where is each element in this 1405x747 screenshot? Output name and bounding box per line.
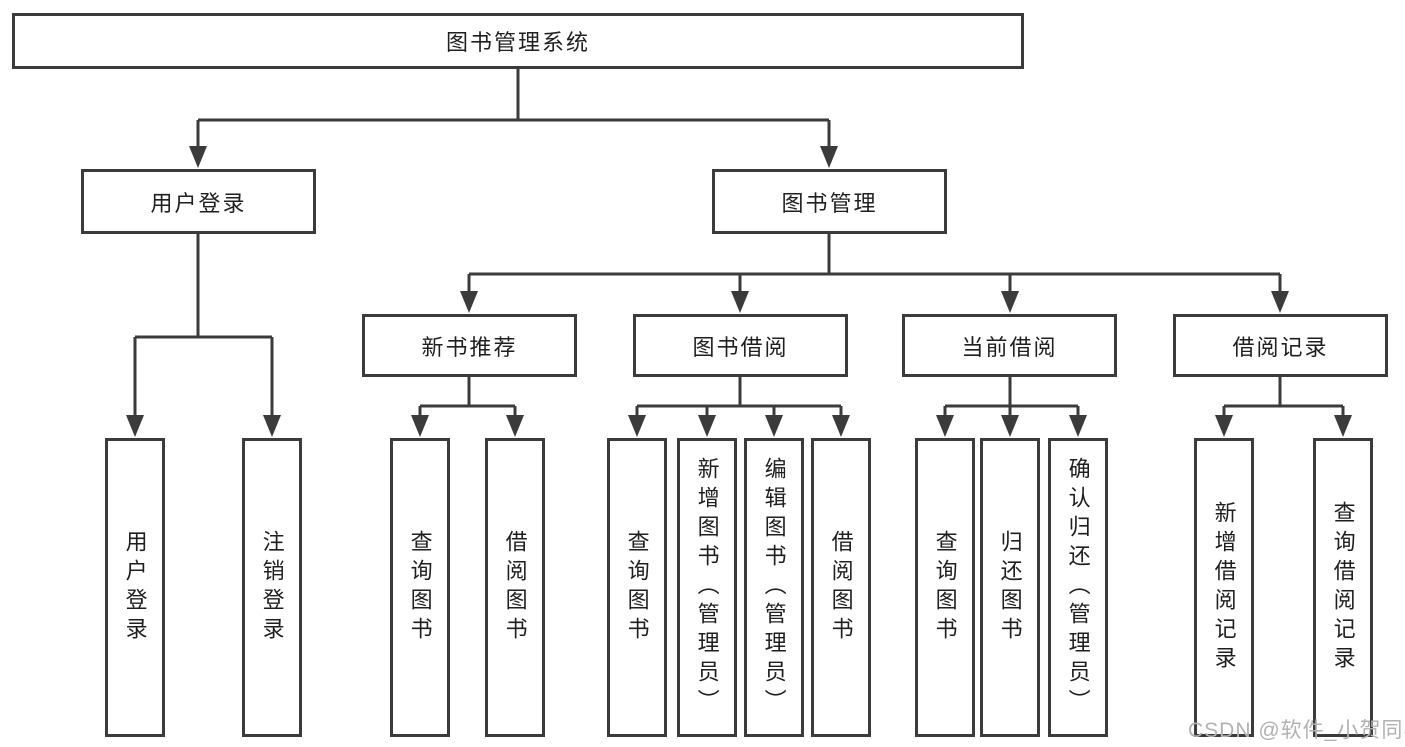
csdn-watermark: CSDN @软件_小贺同学 — [1188, 719, 1405, 742]
leaf-user-login-label: 用户登录 — [122, 529, 148, 646]
leaf-cb-confirm-return-admin: 确认归还（管理员） — [1048, 438, 1108, 737]
node-borrowing-records: 借阅记录 — [1173, 314, 1388, 377]
node-book-management: 图书管理 — [712, 169, 947, 234]
node-borrowing-records-label: 借阅记录 — [1232, 334, 1329, 360]
node-library-system-label: 图书管理系统 — [445, 30, 590, 55]
leaf-rec-query-books-label: 查询图书 — [407, 529, 433, 646]
leaf-cb-confirm-return-admin-label: 确认归还（管理员） — [1065, 457, 1091, 718]
leaf-cb-return-books-label: 归还图书 — [997, 529, 1023, 646]
leaf-br-add-record-label: 新增借阅记录 — [1211, 500, 1237, 675]
leaf-bb-add-books-admin: 新增图书（管理员） — [677, 438, 737, 737]
leaf-br-query-record: 查询借阅记录 — [1313, 438, 1373, 737]
leaf-bb-query-books: 查询图书 — [607, 438, 667, 737]
leaf-bb-borrow-books: 借阅图书 — [811, 438, 871, 737]
node-book-borrowing: 图书借阅 — [633, 314, 848, 377]
leaf-br-add-record: 新增借阅记录 — [1194, 438, 1254, 737]
node-book-management-label: 图书管理 — [781, 190, 878, 216]
node-user-login-label: 用户登录 — [150, 190, 247, 216]
leaf-logout: 注销登录 — [242, 438, 302, 737]
leaf-rec-query-books: 查询图书 — [390, 438, 450, 737]
leaf-cb-query-books: 查询图书 — [915, 438, 975, 737]
node-new-book-recommend: 新书推荐 — [362, 314, 577, 377]
leaf-bb-query-books-label: 查询图书 — [624, 529, 650, 646]
arrowheads — [126, 146, 1352, 437]
leaf-bb-borrow-books-label: 借阅图书 — [828, 529, 854, 646]
leaf-bb-edit-books-admin-label: 编辑图书（管理员） — [761, 457, 787, 718]
node-book-borrowing-label: 图书借阅 — [692, 334, 789, 360]
leaf-bb-add-books-admin-label: 新增图书（管理员） — [694, 457, 720, 718]
leaf-user-login: 用户登录 — [105, 438, 165, 737]
node-user-login: 用户登录 — [81, 169, 316, 234]
leaf-rec-borrow-books: 借阅图书 — [485, 438, 545, 737]
leaf-cb-return-books: 归还图书 — [980, 438, 1040, 737]
node-current-borrowing: 当前借阅 — [902, 314, 1117, 377]
node-library-system: 图书管理系统 — [12, 13, 1024, 69]
node-current-borrowing-label: 当前借阅 — [961, 334, 1058, 360]
leaf-bb-edit-books-admin: 编辑图书（管理员） — [744, 438, 804, 737]
leaf-cb-query-books-label: 查询图书 — [932, 529, 958, 646]
leaf-br-query-record-label: 查询借阅记录 — [1330, 500, 1356, 675]
leaf-logout-label: 注销登录 — [259, 529, 285, 646]
leaf-rec-borrow-books-label: 借阅图书 — [502, 529, 528, 646]
node-new-book-recommend-label: 新书推荐 — [421, 334, 518, 360]
